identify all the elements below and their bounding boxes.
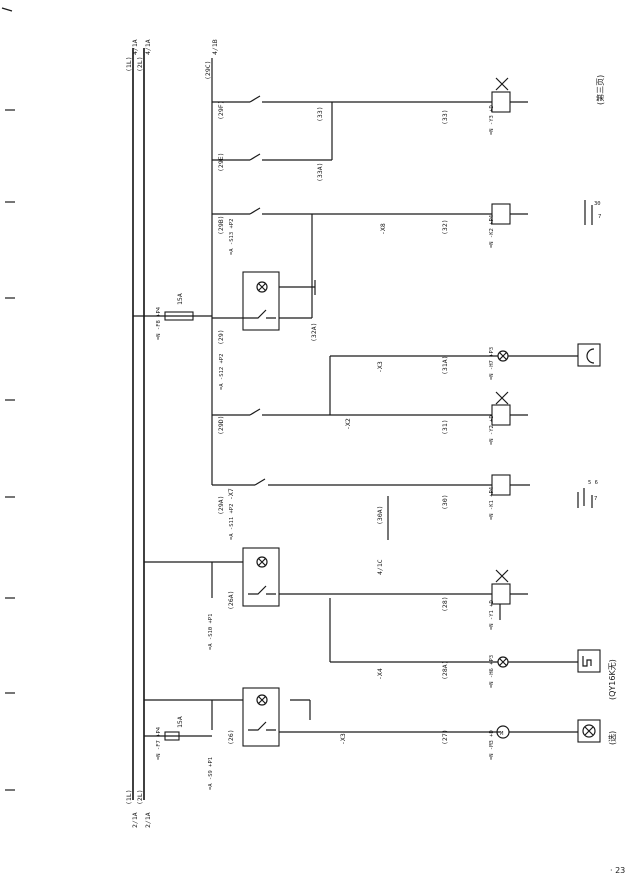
label-top-right-2: 4/1A (144, 39, 152, 55)
net-29f: (29F) (217, 100, 225, 120)
label-mid-ref: 4/1C (376, 559, 384, 575)
circuit-32a: (32A) (29) (212, 214, 318, 345)
svg-text:=A -S9 +P1: =A -S9 +P1 (208, 757, 214, 790)
wire-32a: (32A) (310, 322, 318, 342)
circuit-33a: (33A) (29E) (212, 102, 333, 182)
svg-text:=A -S12 +P2: =A -S12 +P2 (219, 354, 225, 390)
svg-text:=N -K1 +P4: =N -K1 +P4 (489, 486, 495, 520)
wire-33-b: (33) (316, 106, 324, 122)
connector-x7: -X7 (227, 488, 235, 500)
svg-text:=N -F8 +P4: =N -F8 +P4 (156, 306, 162, 340)
svg-text:7: 7 (594, 496, 597, 502)
svg-text:=N -M3 +D: =N -M3 +D (489, 730, 495, 760)
side-note-qy16k: (QY16K无) (608, 659, 617, 700)
connector-x3b: -X3 (376, 361, 384, 373)
circuit-32: 30 7 (32) (29B) -X8 (212, 200, 601, 235)
net-26: (26) (227, 729, 235, 745)
circuit-27: M (27) (26) -X3 (选) (144, 687, 617, 747)
bottom-bus-labels: (1L) (2L) 2/1A 2/1A (125, 789, 152, 828)
circuit-31a: (31A) -X3 (330, 343, 601, 375)
fuse-f7: 15A (144, 716, 212, 741)
side-note-page3: (第三页) (595, 75, 605, 105)
wire-28: (28) (441, 596, 449, 612)
fuse-f7-rating: 15A (176, 716, 184, 728)
wire-33: (33) (441, 109, 449, 125)
net-26a: (26A) (227, 590, 235, 610)
net-29e: (29E) (217, 152, 225, 172)
svg-text:=N -H6 +P3: =N -H6 +P3 (489, 655, 495, 688)
label-bottom-inner-2: (2L) (136, 789, 144, 805)
label-bottom-left-1: 2/1A (131, 812, 139, 828)
wire-28a: (28A) (441, 660, 449, 680)
connector-x2: -X2 (344, 418, 352, 430)
svg-text:5 6: 5 6 (588, 480, 598, 486)
svg-text:30: 30 (594, 201, 601, 207)
net-29b: (29B) (217, 215, 225, 235)
wire-31: (31) (441, 419, 449, 435)
svg-text:=N -K2 +P4: =N -K2 +P4 (489, 214, 495, 248)
mid-30a: (30A) (376, 505, 384, 525)
margin-ticks (1, 7, 15, 791)
wire-31a: (31A) (441, 355, 449, 375)
connector-x4: -X4 (376, 668, 384, 680)
wire-27: (27) (441, 729, 449, 745)
circuit-33: (33) (33) (29F) (第三页) (212, 75, 605, 125)
wire-32: (32) (441, 219, 449, 235)
circuit-30: 5 6 7 (30) (29A) (30A) -X7 (212, 474, 598, 525)
svg-text:=N -F7 +P4: =N -F7 +P4 (156, 726, 162, 760)
label-top-branch-net: (29C) (204, 60, 212, 80)
circuit-31: (31) (29D) -X2 (212, 356, 528, 435)
svg-text:=A -S11 +P2: =A -S11 +P2 (229, 504, 235, 540)
net-29a: (29A) (217, 495, 225, 515)
svg-text:=A -S13 +P2: =A -S13 +P2 (229, 219, 235, 255)
svg-text:=N -Y1 +D: =N -Y1 +D (489, 600, 495, 630)
wire-33a: (33A) (316, 162, 324, 182)
svg-text:7: 7 (598, 214, 601, 220)
label-top-inner-2: (2L) (136, 56, 144, 72)
top-bus-labels: (1L) (2L) 4/1A 4/1A 4/1B (29C) (125, 39, 219, 80)
label-bottom-inner-1: (1L) (125, 789, 133, 805)
label-top-branch: 4/1B (211, 39, 219, 55)
fuse-f8: 15A (133, 293, 212, 321)
net-29d: (29D) (217, 415, 225, 435)
connector-x8: -X8 (379, 223, 387, 235)
circuit-28a: (28A) -X4 (QY16K无) (329, 598, 617, 700)
wire-30: (30) (441, 494, 449, 510)
svg-text:=N -Y3 +D: =N -Y3 +D (489, 105, 495, 135)
side-note-optional: (选) (607, 731, 617, 745)
fuse-f8-rating: 15A (176, 293, 184, 305)
net-29: (29) (217, 329, 225, 345)
label-bottom-left-2: 2/1A (144, 812, 152, 828)
circuit-28: (28) (26A) (144, 547, 528, 620)
svg-text:M: M (500, 731, 504, 737)
label-top-right-1: 4/1A (131, 39, 139, 55)
device-refs: =N -M3 +D =N -H6 +P3 =N -Y1 +D =N -K1 +P… (156, 105, 495, 790)
label-top-inner-1: (1L) (125, 56, 133, 72)
page-number: · 23 (610, 866, 625, 875)
connector-x3: -X3 (339, 733, 347, 745)
svg-text:=A -S10 +P1: =A -S10 +P1 (208, 614, 214, 650)
svg-text:=N -Y2 +D: =N -Y2 +D (489, 415, 495, 445)
svg-text:=N -H7 +P3: =N -H7 +P3 (489, 347, 495, 380)
